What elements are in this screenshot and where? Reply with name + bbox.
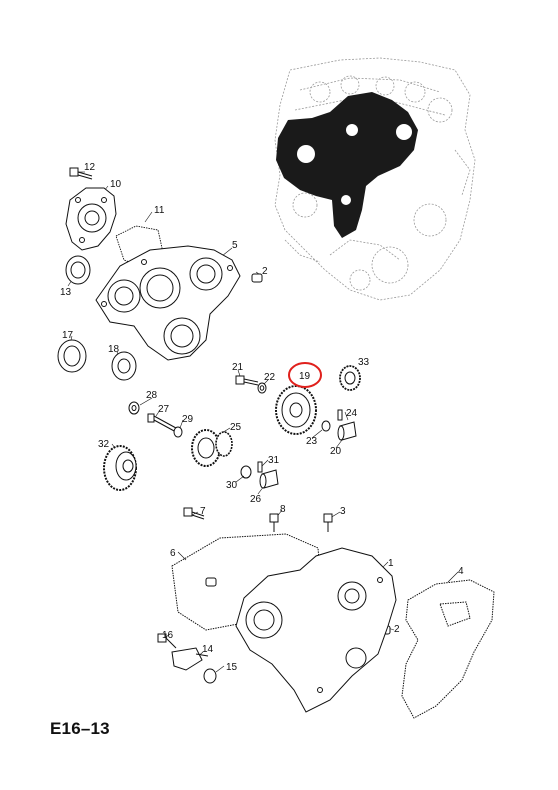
part-1-timing-cover	[235, 547, 397, 713]
callout-15: 15	[226, 662, 238, 673]
part-4-gasket	[401, 579, 495, 719]
callout-27: 27	[158, 404, 170, 415]
callout-12: 12	[84, 162, 96, 173]
callout-17: 17	[62, 330, 74, 341]
part-33-gear	[339, 365, 361, 391]
part-31-pin	[257, 461, 263, 473]
part-15-ring	[203, 668, 217, 684]
callout-8: 8	[280, 504, 286, 515]
part-7-bolt	[183, 507, 205, 520]
callout-7: 7	[200, 506, 206, 517]
part-23-ring	[321, 420, 331, 432]
engine-overview-illustration	[274, 57, 476, 301]
callout-2-upper: 2	[262, 266, 268, 277]
timing-cover-silhouette-holes	[297, 124, 412, 205]
part-20-shaft	[337, 421, 357, 441]
callout-23: 23	[306, 436, 318, 447]
callout-24: 24	[346, 408, 358, 419]
part-22-washer	[257, 382, 267, 394]
part-25-gear	[191, 429, 233, 467]
part-32-gear	[103, 445, 137, 491]
callout-14: 14	[202, 644, 214, 655]
callout-18: 18	[108, 344, 120, 355]
callout-2-lower: 2	[394, 624, 400, 635]
callout-3: 3	[340, 506, 346, 517]
callout-22: 22	[264, 372, 276, 383]
callout-32: 32	[98, 439, 110, 450]
part-30-ring	[240, 465, 252, 479]
callout-labels: 12 10 11 5 2 13 17 18 21 22 19 33 24 23 …	[60, 162, 464, 673]
part-14-sensor	[171, 647, 209, 671]
part-21-bolt	[235, 375, 259, 386]
callout-28: 28	[146, 390, 158, 401]
leader-lines	[67, 171, 459, 673]
part-18-bushing	[111, 351, 137, 381]
part-12-bolt	[69, 167, 93, 180]
part-26-sleeve	[259, 469, 279, 489]
part-16-bolt	[157, 633, 177, 649]
part-5-front-housing	[95, 245, 241, 361]
callout-1: 1	[388, 558, 394, 569]
callout-10: 10	[110, 179, 122, 190]
part-29-washer	[173, 426, 183, 438]
diagram-code-label: E16–13	[50, 719, 110, 738]
callout-5: 5	[232, 240, 238, 251]
part-17-seal	[57, 339, 87, 373]
callout-31: 31	[268, 455, 280, 466]
part-10-cover-plate	[65, 187, 117, 251]
callout-29: 29	[182, 414, 194, 425]
callout-13: 13	[60, 287, 72, 298]
callout-26: 26	[250, 494, 262, 505]
part-27-bolt	[147, 413, 177, 433]
callout-21: 21	[232, 362, 244, 373]
timing-cover-silhouette	[276, 92, 418, 238]
callout-16: 16	[162, 630, 174, 641]
callout-20: 20	[330, 446, 342, 457]
part-3-bolt	[323, 513, 333, 532]
part-28-washer	[128, 401, 140, 415]
callout-19: 19	[299, 371, 311, 382]
callout-6: 6	[170, 548, 176, 559]
callout-11: 11	[154, 205, 165, 216]
part-24-pin	[337, 409, 343, 421]
part-19-gear	[275, 385, 317, 435]
callout-33: 33	[358, 357, 370, 368]
callout-30: 30	[226, 480, 238, 491]
callout-25: 25	[230, 422, 242, 433]
part-8-bolt	[269, 513, 279, 532]
part-13-seal	[65, 255, 91, 285]
part-2-dowel-upper	[251, 273, 263, 283]
callout-4: 4	[458, 566, 464, 577]
highlight-ring-19	[288, 362, 322, 388]
